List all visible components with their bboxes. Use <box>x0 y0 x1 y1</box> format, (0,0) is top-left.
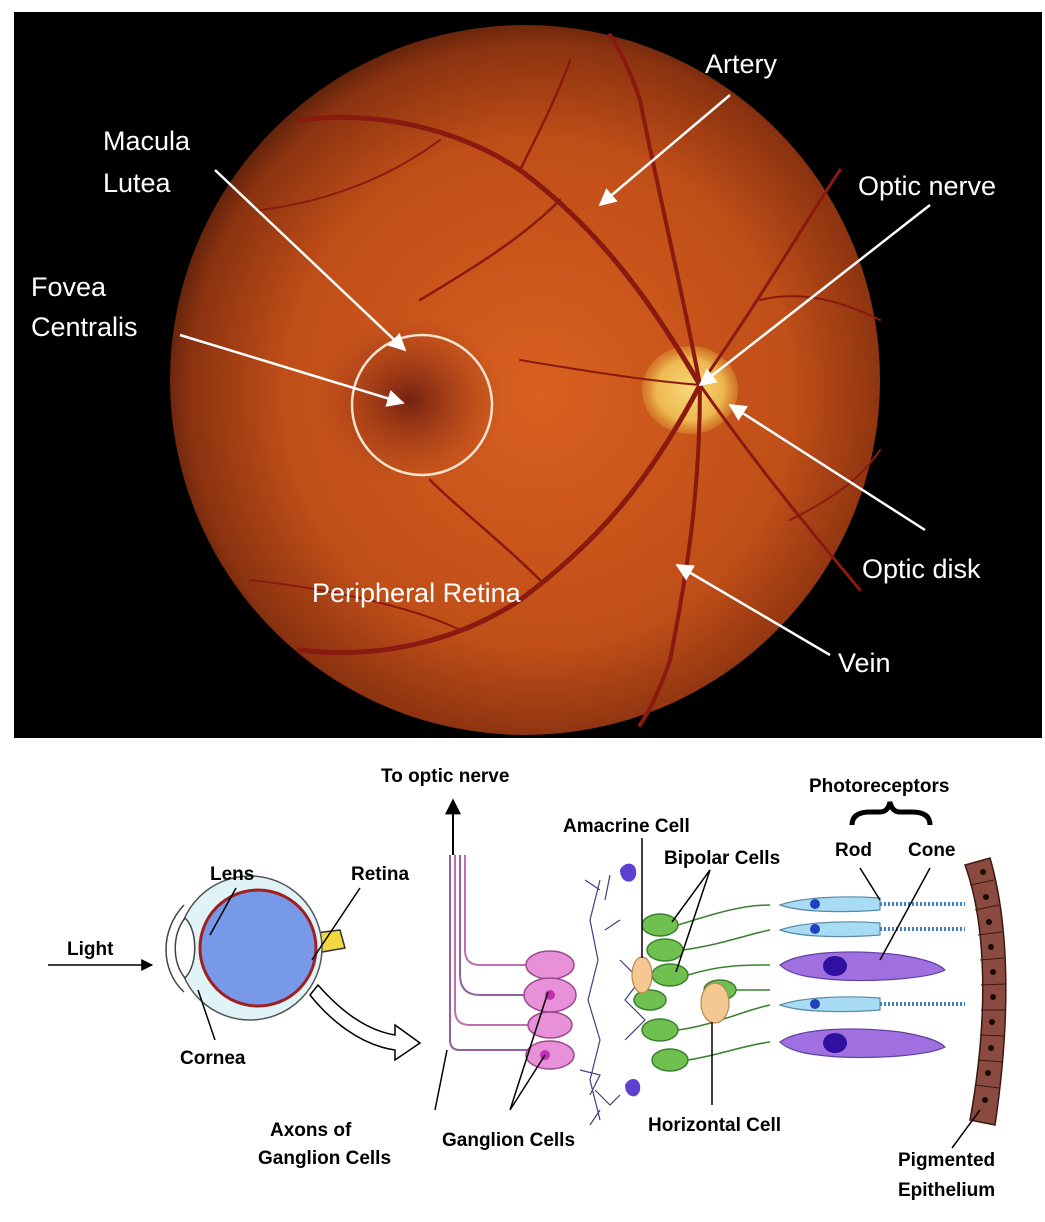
lens-shape <box>174 916 196 980</box>
macula-ring <box>350 333 494 477</box>
pigmented-epithelium <box>964 857 1007 1126</box>
rod <box>778 896 881 913</box>
ganglion-cells-label: Ganglion Cells <box>442 1130 575 1151</box>
fovea-shading <box>315 315 505 485</box>
eyeball <box>198 888 318 1008</box>
artery-arrow <box>598 94 731 207</box>
cornea-pointer <box>197 989 216 1041</box>
to-optic-nerve-label: To optic nerve <box>381 766 509 787</box>
vein-arrow <box>675 563 831 657</box>
eye-cross-section <box>165 875 346 1021</box>
bipolar-cells-label: Bipolar Cells <box>664 848 780 869</box>
bipolar-processes <box>677 904 771 1061</box>
bipolar-cell <box>651 963 689 987</box>
optic-disk-label: Optic disk <box>862 554 981 584</box>
epithelium-nuclei <box>980 869 996 1103</box>
optic-nerve-arrow <box>698 204 931 387</box>
diagram-pointers <box>434 838 981 1149</box>
rods <box>778 896 881 1013</box>
rod-nuclei <box>810 899 820 1009</box>
bipolar-cell <box>651 1048 689 1072</box>
macula-label-line2: Lutea <box>103 168 172 198</box>
cornea-label: Cornea <box>180 1048 246 1069</box>
bipolar-cell <box>641 913 679 937</box>
zoom-arrow <box>309 983 422 1062</box>
ganglion-pointer <box>509 991 549 1111</box>
fundus-arrows <box>179 94 931 657</box>
bipolar-cell <box>646 938 684 962</box>
bipolar-pointer <box>671 869 711 923</box>
axons-label-line1: Axons of <box>270 1120 352 1141</box>
optic-disk-shape <box>642 346 738 434</box>
epithelium-divisions <box>969 879 1006 1089</box>
photoreceptor-brace <box>849 801 933 826</box>
epithelium-pointer <box>951 1109 981 1149</box>
fovea-label-line2: Centralis <box>31 312 138 342</box>
amacrine-tip <box>620 863 637 882</box>
cone-nuclei <box>823 956 847 1053</box>
bipolar-pointer <box>675 869 711 973</box>
cone <box>779 951 946 982</box>
macula-arrow <box>214 169 407 352</box>
blood-vessels <box>249 33 881 727</box>
vein-label: Vein <box>838 648 891 678</box>
rod-label: Rod <box>835 840 872 861</box>
cone-label: Cone <box>908 840 956 861</box>
horizontal-cell <box>700 982 730 1024</box>
amacrine-cell-label: Amacrine Cell <box>563 816 690 837</box>
fovea-arrow <box>179 333 405 407</box>
horizontal-cell <box>631 956 653 994</box>
ganglion-cell <box>525 950 575 980</box>
cone-pointer <box>879 867 931 961</box>
axon-bundle <box>449 855 540 1051</box>
fundus-photo: Artery Macula Lutea Optic nerve Fovea Ce… <box>14 12 1042 738</box>
lens-pointer <box>209 887 237 936</box>
retina-label: Retina <box>351 864 410 885</box>
cones <box>779 951 946 1059</box>
rod <box>778 996 881 1013</box>
bipolar-cell <box>641 1018 679 1042</box>
optic-disk-arrow <box>728 403 926 532</box>
amacrine-tip <box>625 1078 641 1097</box>
retina-diagram: To optic nerve Photoreceptors Amacrine C… <box>48 766 1007 1201</box>
fovea-label-line1: Fovea <box>31 272 107 302</box>
cornea-shape <box>165 904 185 993</box>
artery-label: Artery <box>705 49 778 79</box>
rod <box>778 921 881 938</box>
macula-label-line1: Macula <box>103 126 191 156</box>
bipolar-cell <box>633 989 667 1011</box>
peripheral-retina-label: Peripheral Retina <box>312 578 522 608</box>
light-label: Light <box>67 939 114 960</box>
pigmented-label-line1: Pigmented <box>898 1150 995 1171</box>
pigmented-label-line2: Epithelium <box>898 1180 995 1201</box>
retina-pointer <box>311 887 361 961</box>
horizontal-cell-label: Horizontal Cell <box>648 1115 781 1136</box>
epithelium-band <box>964 857 1007 1126</box>
retina-disc <box>170 25 880 735</box>
optic-nerve-label: Optic nerve <box>858 171 996 201</box>
ganglion-pointer <box>509 1054 546 1111</box>
photoreceptors-label: Photoreceptors <box>809 776 949 797</box>
cone <box>779 1028 946 1059</box>
axons-label-line2: Ganglion Cells <box>258 1148 391 1169</box>
ganglion-cells <box>523 950 577 1070</box>
eye-pointers <box>197 887 361 1041</box>
horizontal-cells <box>631 956 730 1024</box>
rod-pointer <box>859 867 881 901</box>
lens-label: Lens <box>210 864 254 885</box>
axons-pointer <box>434 1049 448 1111</box>
